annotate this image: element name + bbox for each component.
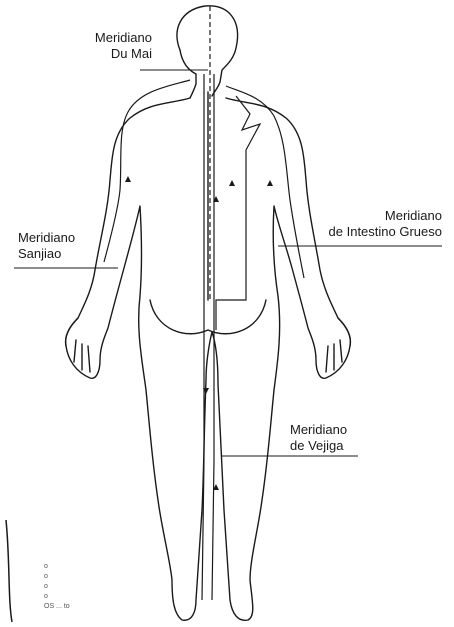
label-sanjiao: Meridiano Sanjiao <box>18 230 75 262</box>
footnote-mark: o <box>44 582 70 592</box>
label-intestino-line2: de Intestino Grueso <box>300 224 442 240</box>
left-hand <box>66 318 90 372</box>
buttock-line <box>150 300 266 334</box>
footnote-mark: OS ... to <box>44 602 70 612</box>
label-du-mai: Meridiano Du Mai <box>76 30 152 62</box>
label-vejiga-line1: Meridiano <box>290 422 347 438</box>
head-outline <box>177 6 238 96</box>
page-edge-mark <box>6 520 12 622</box>
intestino-meridian-line <box>226 86 304 278</box>
footnote-marks: o o o o OS ... to <box>44 562 70 612</box>
arrow-3 <box>125 176 131 182</box>
zigzag-line <box>216 96 260 330</box>
footnote-mark: o <box>44 592 70 602</box>
footnote-mark: o <box>44 562 70 572</box>
vejiga-meridian-line-2 <box>202 74 204 600</box>
right-hand <box>326 318 350 372</box>
label-du-mai-line2: Du Mai <box>76 46 152 62</box>
label-vejiga: Meridiano de Vejiga <box>290 422 347 454</box>
label-du-mai-line1: Meridiano <box>76 30 152 46</box>
label-intestino-line1: Meridiano <box>300 208 442 224</box>
arrow-2 <box>229 180 235 186</box>
label-sanjiao-line1: Meridiano <box>18 230 75 246</box>
label-sanjiao-line2: Sanjiao <box>18 246 75 262</box>
arrow-4 <box>267 180 273 186</box>
label-vejiga-line2: de Vejiga <box>290 438 347 454</box>
head-left-side <box>180 50 196 98</box>
label-intestino: Meridiano de Intestino Grueso <box>300 208 442 240</box>
sanjiao-meridian-line <box>104 80 190 262</box>
footnote-mark: o <box>44 572 70 582</box>
